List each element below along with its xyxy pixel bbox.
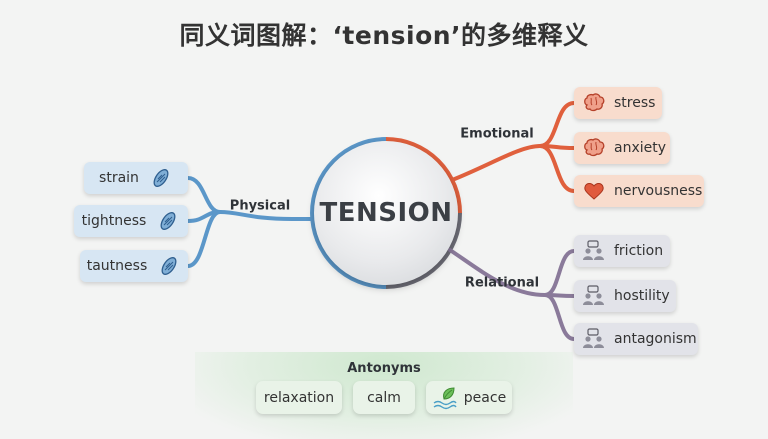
relational-branch-label: Relational: [464, 275, 540, 291]
emotional-connectors: [450, 101, 576, 193]
synonym-node-tightness: tightness: [74, 205, 188, 237]
antonym-label: relaxation: [263, 389, 335, 406]
brain-icon: [582, 91, 606, 115]
people-icon: [582, 239, 606, 263]
synonym-label: hostility: [614, 288, 670, 304]
physical-connectors: [186, 176, 322, 268]
synonym-label: anxiety: [614, 140, 667, 156]
synonym-label: tautness: [86, 258, 148, 274]
synonym-label: antagonism: [614, 331, 697, 347]
muscle-icon: [149, 166, 173, 190]
people-icon: [582, 284, 606, 308]
heart-icon: [582, 179, 606, 203]
physical-branch-label: Physical: [229, 198, 291, 214]
page-title: 同义词图解：‘tension’的多维释义: [179, 21, 589, 50]
synonym-node-tautness: tautness: [80, 250, 188, 282]
synonym-node-friction: friction: [574, 235, 670, 267]
emotional-branch-label: Emotional: [460, 126, 534, 142]
leaf-water-icon: [432, 386, 458, 410]
antonyms-title: Antonyms: [347, 361, 421, 376]
relational-connectors: [448, 248, 576, 341]
synonym-label: tightness: [81, 213, 147, 229]
antonym-node-peace: peace: [426, 381, 512, 414]
central-node: TENSION: [314, 141, 458, 285]
antonym-label: peace: [463, 389, 507, 406]
synonym-label: strain: [99, 170, 139, 186]
antonym-node-relaxation: relaxation: [256, 381, 342, 414]
people-icon: [582, 327, 606, 351]
synonym-label: stress: [614, 95, 656, 111]
synonym-label: friction: [614, 243, 664, 259]
central-node-label: TENSION: [319, 198, 453, 228]
synonym-label: nervousness: [614, 183, 703, 199]
synonym-node-nervousness: nervousness: [574, 175, 704, 207]
antonym-label: calm: [367, 389, 401, 406]
synonym-node-anxiety: anxiety: [574, 132, 670, 164]
synonym-node-stress: stress: [574, 87, 662, 119]
synonym-node-hostility: hostility: [574, 280, 676, 312]
muscle-icon: [157, 254, 181, 278]
muscle-icon: [156, 209, 180, 233]
synonym-node-antagonism: antagonism: [574, 323, 698, 355]
synonym-node-strain: strain: [84, 162, 188, 194]
brain-icon: [582, 136, 606, 160]
antonym-node-calm: calm: [353, 381, 415, 414]
